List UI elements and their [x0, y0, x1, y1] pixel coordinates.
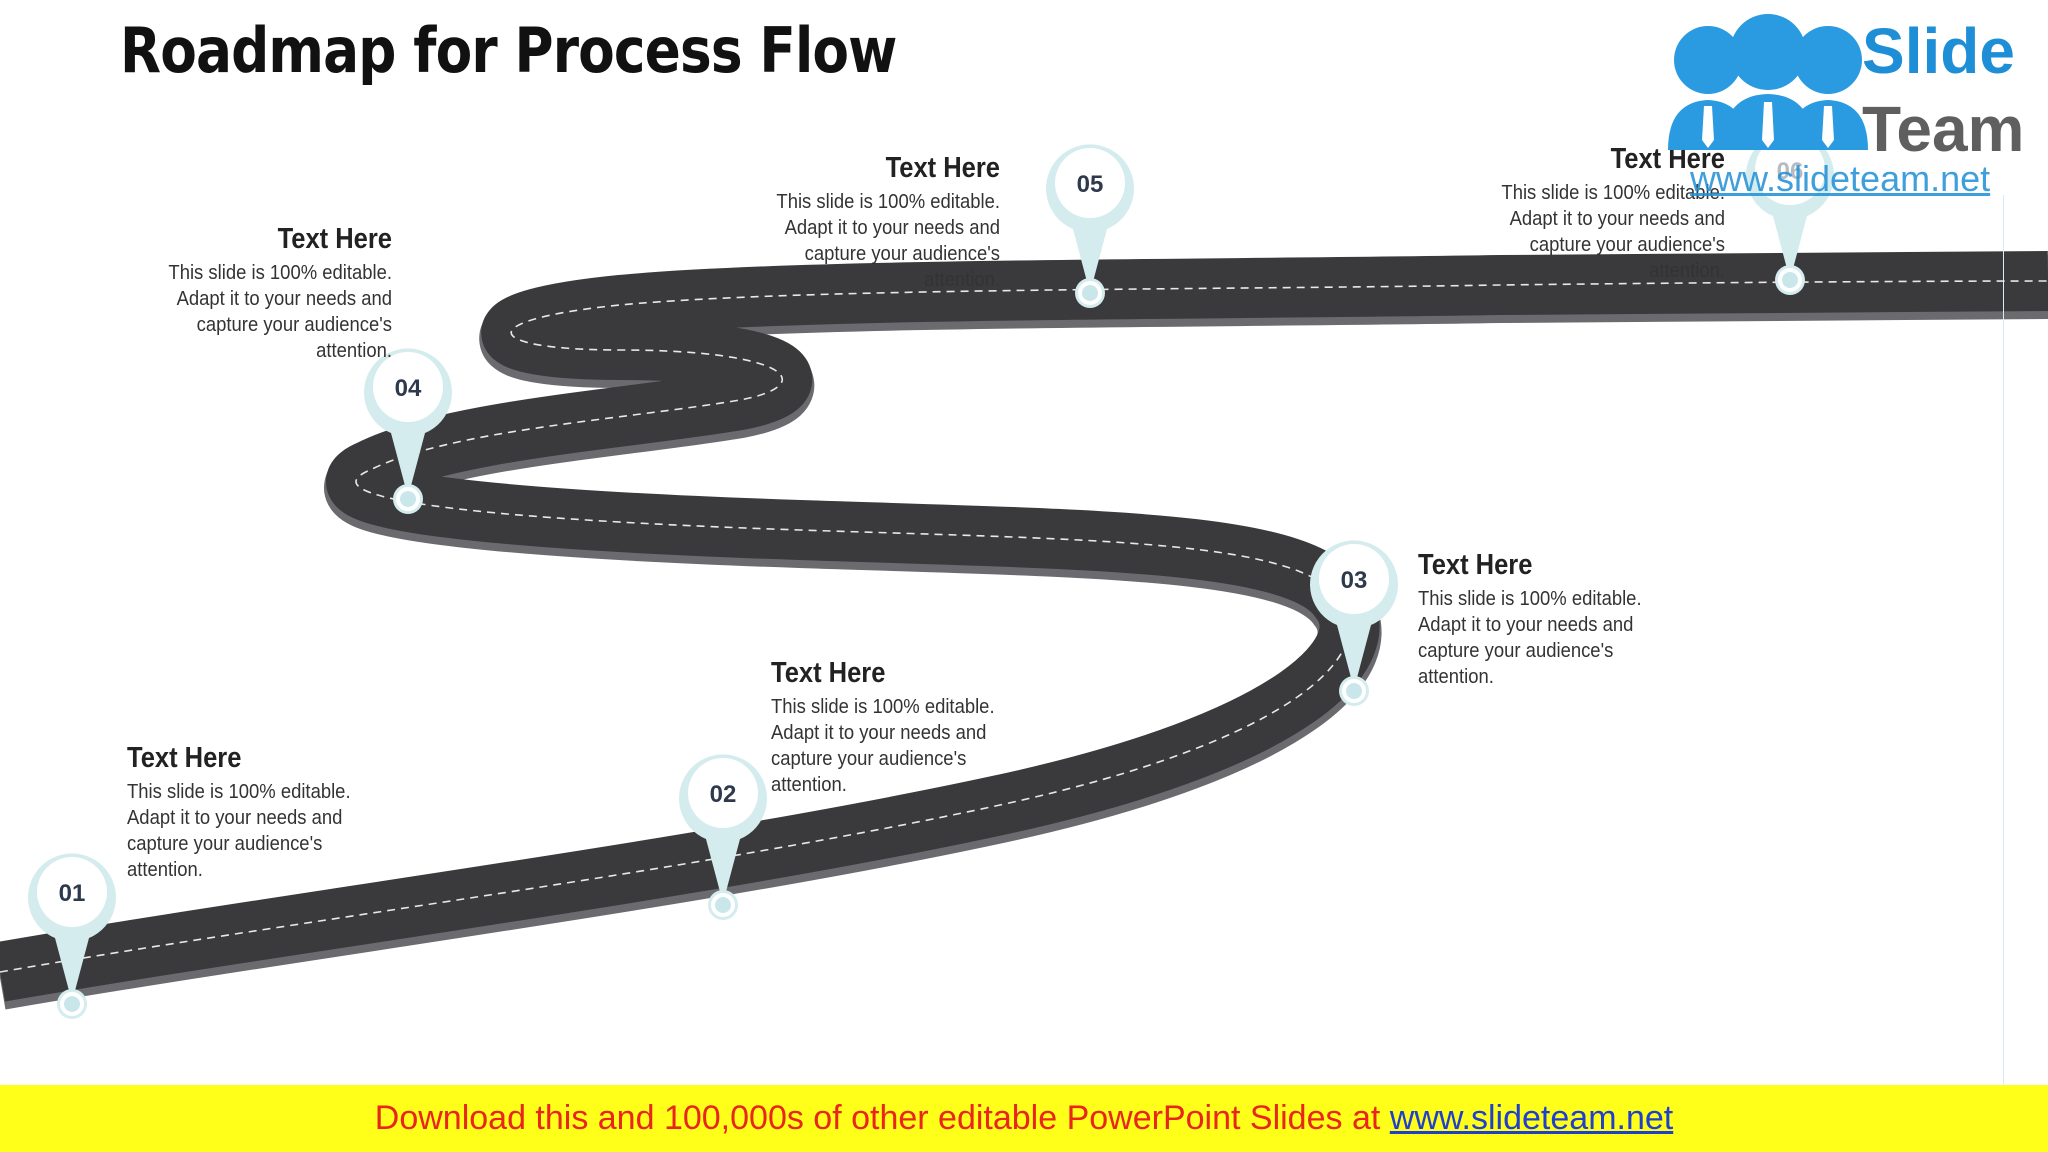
pin-number-02: 02	[710, 781, 737, 808]
pin-01: 01	[28, 853, 116, 1019]
step-05-heading: Text Here	[885, 152, 1000, 184]
step-01-heading: Text Here	[127, 742, 242, 774]
banner-text: Download this and 100,000s of other edit…	[374, 1099, 1390, 1137]
pin-number-05: 05	[1077, 171, 1104, 198]
step-01-body: This slide is 100% editable. Adapt it to…	[127, 780, 351, 881]
pin-number-01: 01	[59, 880, 86, 907]
step-04-text: Text Here This slide is 100% editable. A…	[92, 223, 392, 364]
step-02-text: Text Here This slide is 100% editable. A…	[771, 657, 1071, 798]
banner-text-wrapper: Download this and 100,000s of other edit…	[375, 1099, 1673, 1138]
step-02-heading: Text Here	[771, 657, 886, 689]
slideteam-logo: Slide Team www.slideteam.net	[1640, 0, 2048, 200]
step-06-text: Text Here This slide is 100% editable. A…	[1425, 143, 1725, 284]
logo-word-team: Team	[1862, 93, 2025, 165]
step-03-heading: Text Here	[1418, 549, 1533, 581]
step-04-body: This slide is 100% editable. Adapt it to…	[168, 261, 392, 362]
pin-05: 05	[1046, 144, 1134, 308]
people-icon	[1668, 14, 1868, 150]
slide-title: Roadmap for Process Flow	[120, 14, 897, 87]
step-04-heading: Text Here	[277, 223, 392, 255]
roadmap-graphic: 01 02 03 04 05 06	[0, 131, 2048, 1019]
pin-06: 06	[1746, 131, 1834, 295]
banner-link[interactable]: www.slideteam.net	[1389, 1099, 1674, 1137]
download-banner: Download this and 100,000s of other edit…	[0, 1085, 2048, 1152]
pin-number-04: 04	[395, 375, 422, 402]
pin-number-03: 03	[1341, 567, 1368, 594]
step-05-body: This slide is 100% editable. Adapt it to…	[776, 190, 1000, 291]
pin-02: 02	[679, 754, 767, 920]
step-01-text: Text Here This slide is 100% editable. A…	[127, 742, 427, 883]
step-03-body: This slide is 100% editable. Adapt it to…	[1418, 587, 1642, 688]
step-05-text: Text Here This slide is 100% editable. A…	[700, 152, 1000, 293]
logo-url[interactable]: www.slideteam.net	[1690, 158, 1991, 199]
step-02-body: This slide is 100% editable. Adapt it to…	[771, 695, 995, 796]
step-03-text: Text Here This slide is 100% editable. A…	[1418, 549, 1718, 690]
pin-04: 04	[364, 348, 452, 514]
pin-03: 03	[1310, 540, 1398, 706]
step-06-body: This slide is 100% editable. Adapt it to…	[1501, 181, 1725, 282]
right-divider	[2003, 195, 2004, 1085]
pin-number-06: 06	[1777, 158, 1804, 185]
logo-word-slide: Slide	[1862, 15, 2015, 87]
